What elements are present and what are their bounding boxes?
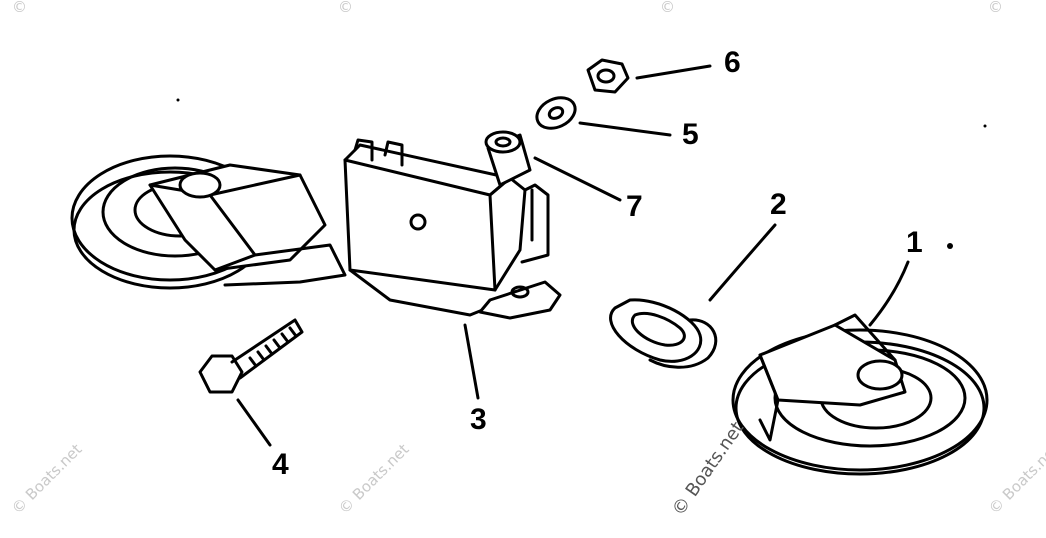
callout-1: 1 (906, 226, 923, 259)
watermark-corner: © (338, 0, 353, 16)
stray-mark (983, 124, 987, 128)
watermark-corner: © (988, 0, 1003, 16)
callout-3: 3 (470, 403, 487, 436)
clip (609, 298, 718, 369)
stray-mark (947, 243, 953, 249)
callout-7: 7 (626, 190, 643, 223)
leader-lines (236, 64, 910, 447)
watermark-corner: © (12, 0, 27, 16)
watermark-corner: © (660, 0, 675, 16)
callout-5: 5 (682, 118, 699, 151)
spacer (484, 130, 532, 187)
washer (535, 96, 577, 130)
right-pulley (731, 313, 989, 476)
stray-mark (176, 98, 180, 102)
nut (586, 58, 630, 94)
left-pulley (70, 154, 347, 290)
callout-2: 2 (770, 188, 787, 221)
bolt (198, 318, 304, 394)
callout-6: 6 (724, 46, 741, 79)
callout-4: 4 (272, 448, 289, 481)
